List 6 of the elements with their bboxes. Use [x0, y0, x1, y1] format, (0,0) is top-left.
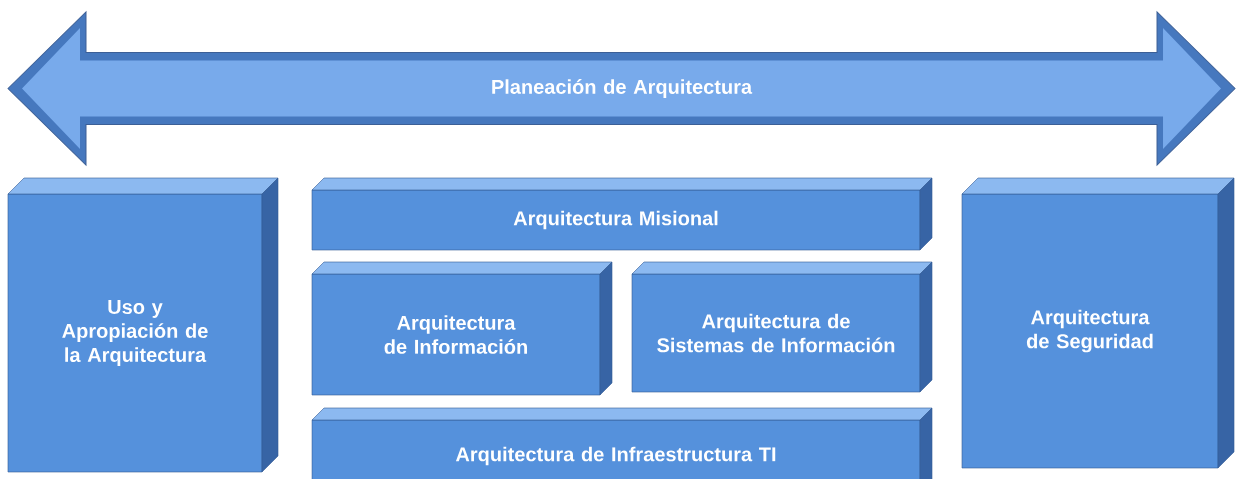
block: Arquitectura de Infraestructura TI	[311, 407, 933, 479]
block: Arquitectura de Sistemas de Información	[631, 261, 933, 393]
block: Uso y Apropiación de la Arquitectura	[7, 177, 279, 473]
block: Arquitectura de Información	[311, 261, 613, 396]
block: Arquitectura de Seguridad	[961, 177, 1235, 469]
block: Arquitectura Misional	[311, 177, 933, 251]
